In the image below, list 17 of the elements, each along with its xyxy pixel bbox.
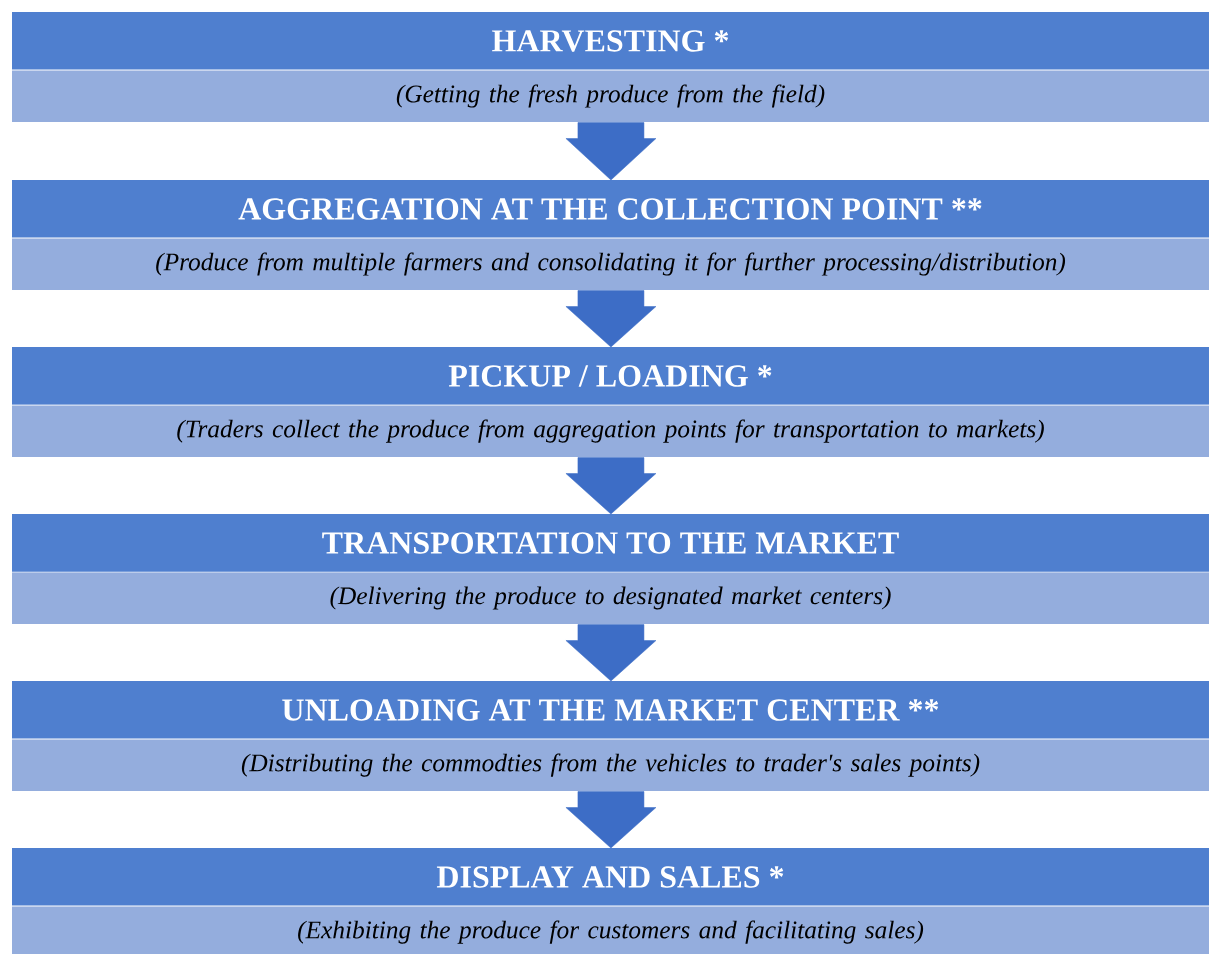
block-arrow [565,624,657,682]
node-label: (Getting the fresh produce from the field) [396,84,825,108]
node-label: (Produce from multiple farmers and consolidating it for further processing/distribution) [156,252,1066,276]
node-label: (Exhibiting the produce for customers and facilitating sales) [298,920,924,944]
node-label: (Traders collect the produce from aggregation points for transportation to markets) [177,419,1044,443]
block-arrow [565,457,657,515]
step-box: PICKUP / LOADING * (Traders collect the produce from aggregation points for transportation to markets) [11,347,1209,457]
step-box: UNLOADING AT THE MARKET CENTER ** (Distributing the commodties from the vehicles to trader's sales points) [11,681,1209,791]
step-box: DISPLAY AND SALES * (Exhibiting the produce for customers and facilitating sales) [11,848,1209,954]
node-label: (Distributing the commodties from the vehicles to trader's sales points) [241,753,980,777]
block-arrow [565,122,657,181]
block-arrow [565,791,657,849]
step-box: AGGREGATION AT THE COLLECTION POINT ** (Produce from multiple farmers and consolidating it for further processing/distribution) [11,180,1209,290]
block-arrow [565,290,657,348]
step-box: HARVESTING * (Getting the fresh produce from the field) [11,12,1209,122]
step-box: TRANSPORTATION TO THE MARKET (Delivering the produce to designated market centers) [11,514,1209,624]
node-label: (Delivering the produce to designated market centers) [330,586,891,610]
